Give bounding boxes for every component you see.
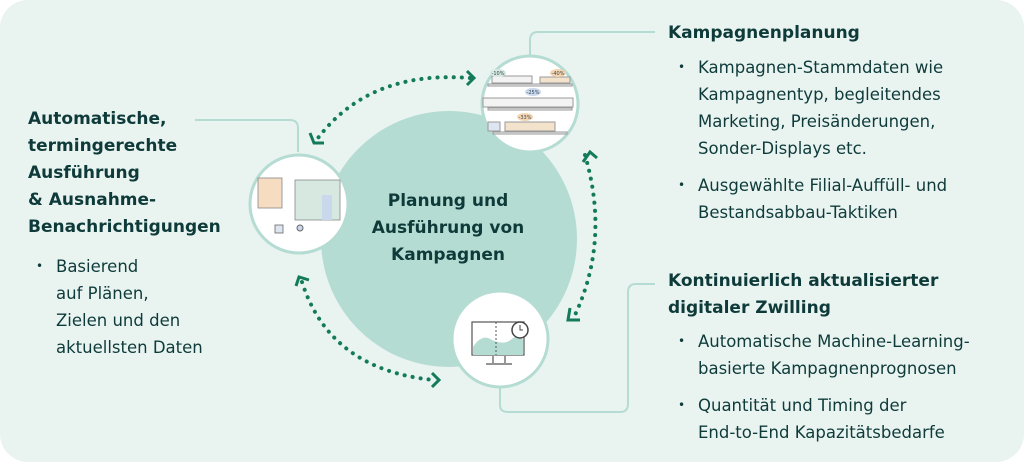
monitor-illustration [450,289,550,389]
warehouse-illustration [248,153,350,255]
bottom-right-bullet: Automatische Machine-Learning- basierte … [678,328,970,382]
center-title: Planung und Ausführung von Kampagnen [371,191,525,265]
top-right-bullet: Ausgewählte Filial-Auffüll- und Bestands… [678,172,948,226]
bullet-line: Bestandsabbau-Taktiken [698,203,898,222]
bullet-line: Automatische Machine-Learning- [698,332,970,351]
bullet-line: Ausgewählte Filial-Auffüll- und [698,176,948,195]
bullet-line: basierte Kampagnenprognosen [698,359,957,378]
left-heading-line: Benachrichtigungen [28,217,221,237]
bullet-line: End-to-End Kapazitätsbedarfe [698,423,945,442]
top-right-bullet: Kampagnen-Stammdaten wie Kampagnentyp, b… [678,54,944,162]
bottom-right-bullet: Quantität und Timing der End-to-End Kapa… [678,392,945,446]
left-heading-line: & Ausnahme- [28,190,157,210]
shelf-badge: -33% [519,115,532,121]
connector-left [195,119,299,152]
bullet-line: auf Plänen, [56,284,149,303]
bottom-right-heading: Kontinuierlich aktualisierter digitaler … [668,268,938,322]
connector-bottom-right [499,283,655,413]
shelf-badge: -10% [492,71,505,77]
arrowhead-right-bottom [566,307,580,322]
arrowhead-bottom-left [294,275,310,287]
bullet-line: Quantität und Timing der [698,396,907,415]
top-right-heading: Kampagnenplanung [668,23,860,43]
heading-line: Kontinuierlich aktualisierter [668,271,939,291]
shelf-badge: -40% [552,71,565,77]
left-heading: Automatische, termingerechte Ausführung … [28,106,221,241]
arrowhead-right-top [581,149,598,163]
bullet-line: Kampagnen-Stammdaten wie [698,58,944,77]
bullet-line: aktuellsten Daten [56,338,203,357]
bullet-line: Basierend [56,257,139,276]
left-heading-line: termingerechte [28,136,178,156]
left-heading-line: Automatische, [28,109,167,129]
connector-top-right [529,31,655,58]
bullet-line: Sonder-Displays etc. [698,139,867,158]
shelf-illustration: -25% -33% -40% -10% [480,54,580,154]
heading-line: digitaler Zwilling [668,298,831,318]
bullet-line: Kampagnentyp, begleitendes [698,85,941,104]
bullet-line: Marketing, Preisänderungen, [698,112,936,131]
left-bullet: Basierend auf Plänen, Zielen und den akt… [36,253,203,361]
shelf-badge: -25% [527,90,540,96]
arrowhead-top-right [465,69,477,87]
left-heading-line: Ausführung [28,163,140,183]
bullet-line: Zielen und den [56,311,181,330]
arrowhead-top-left [308,132,324,145]
arrow-top [316,75,472,140]
arrowhead-bottom-right [430,371,442,389]
arrow-right [573,153,598,317]
